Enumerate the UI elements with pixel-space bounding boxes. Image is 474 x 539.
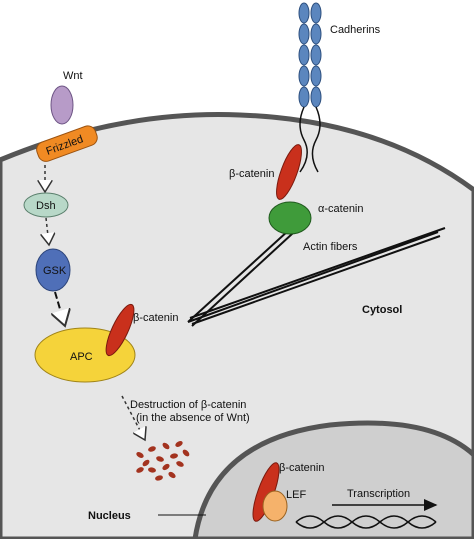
wnt-ligand [50, 85, 74, 125]
wnt-label: Wnt [63, 70, 83, 82]
beta-catenin-membrane-label: β-catenin [229, 168, 274, 180]
destruction-arrow [121, 395, 145, 440]
dsh-to-gsk-arrow [46, 217, 49, 245]
alpha-catenin-label: α-catenin [318, 203, 364, 215]
beta-catenin-membrane [276, 144, 302, 200]
gsk-to-apc-arrow [55, 291, 65, 326]
beta-catenin-apc [105, 303, 135, 357]
dna-helix [295, 515, 437, 529]
cadherin-tail-right [311, 106, 321, 173]
beta-catenin-apc-label: β-catenin [133, 312, 178, 324]
cytosol-label: Cytosol [362, 304, 402, 316]
actin-fibers-label: Actin fibers [303, 241, 358, 253]
degraded-fragments [136, 441, 190, 481]
cadherins-label: Cadherins [330, 24, 381, 36]
dsh-protein [23, 192, 69, 218]
nucleus-label: Nucleus [88, 510, 131, 522]
lef-label: LEF [286, 489, 306, 501]
cadherin-chain [298, 2, 322, 108]
beta-catenin-nucleus-label: β-catenin [279, 462, 324, 474]
cadherin-tail-left [299, 106, 308, 173]
alpha-catenin [268, 201, 312, 235]
apc-label: APC [70, 351, 93, 363]
destruction-label-line1: Destruction of β-catenin [130, 399, 246, 411]
destruction-label-line2: (in the absence of Wnt) [136, 412, 250, 424]
gsk-label: GSK [43, 265, 67, 277]
lef-protein [262, 490, 288, 522]
gsk-protein [35, 248, 71, 292]
transcription-label: Transcription [347, 488, 410, 500]
dsh-label: Dsh [36, 200, 56, 212]
actin-fibers [187, 219, 446, 327]
